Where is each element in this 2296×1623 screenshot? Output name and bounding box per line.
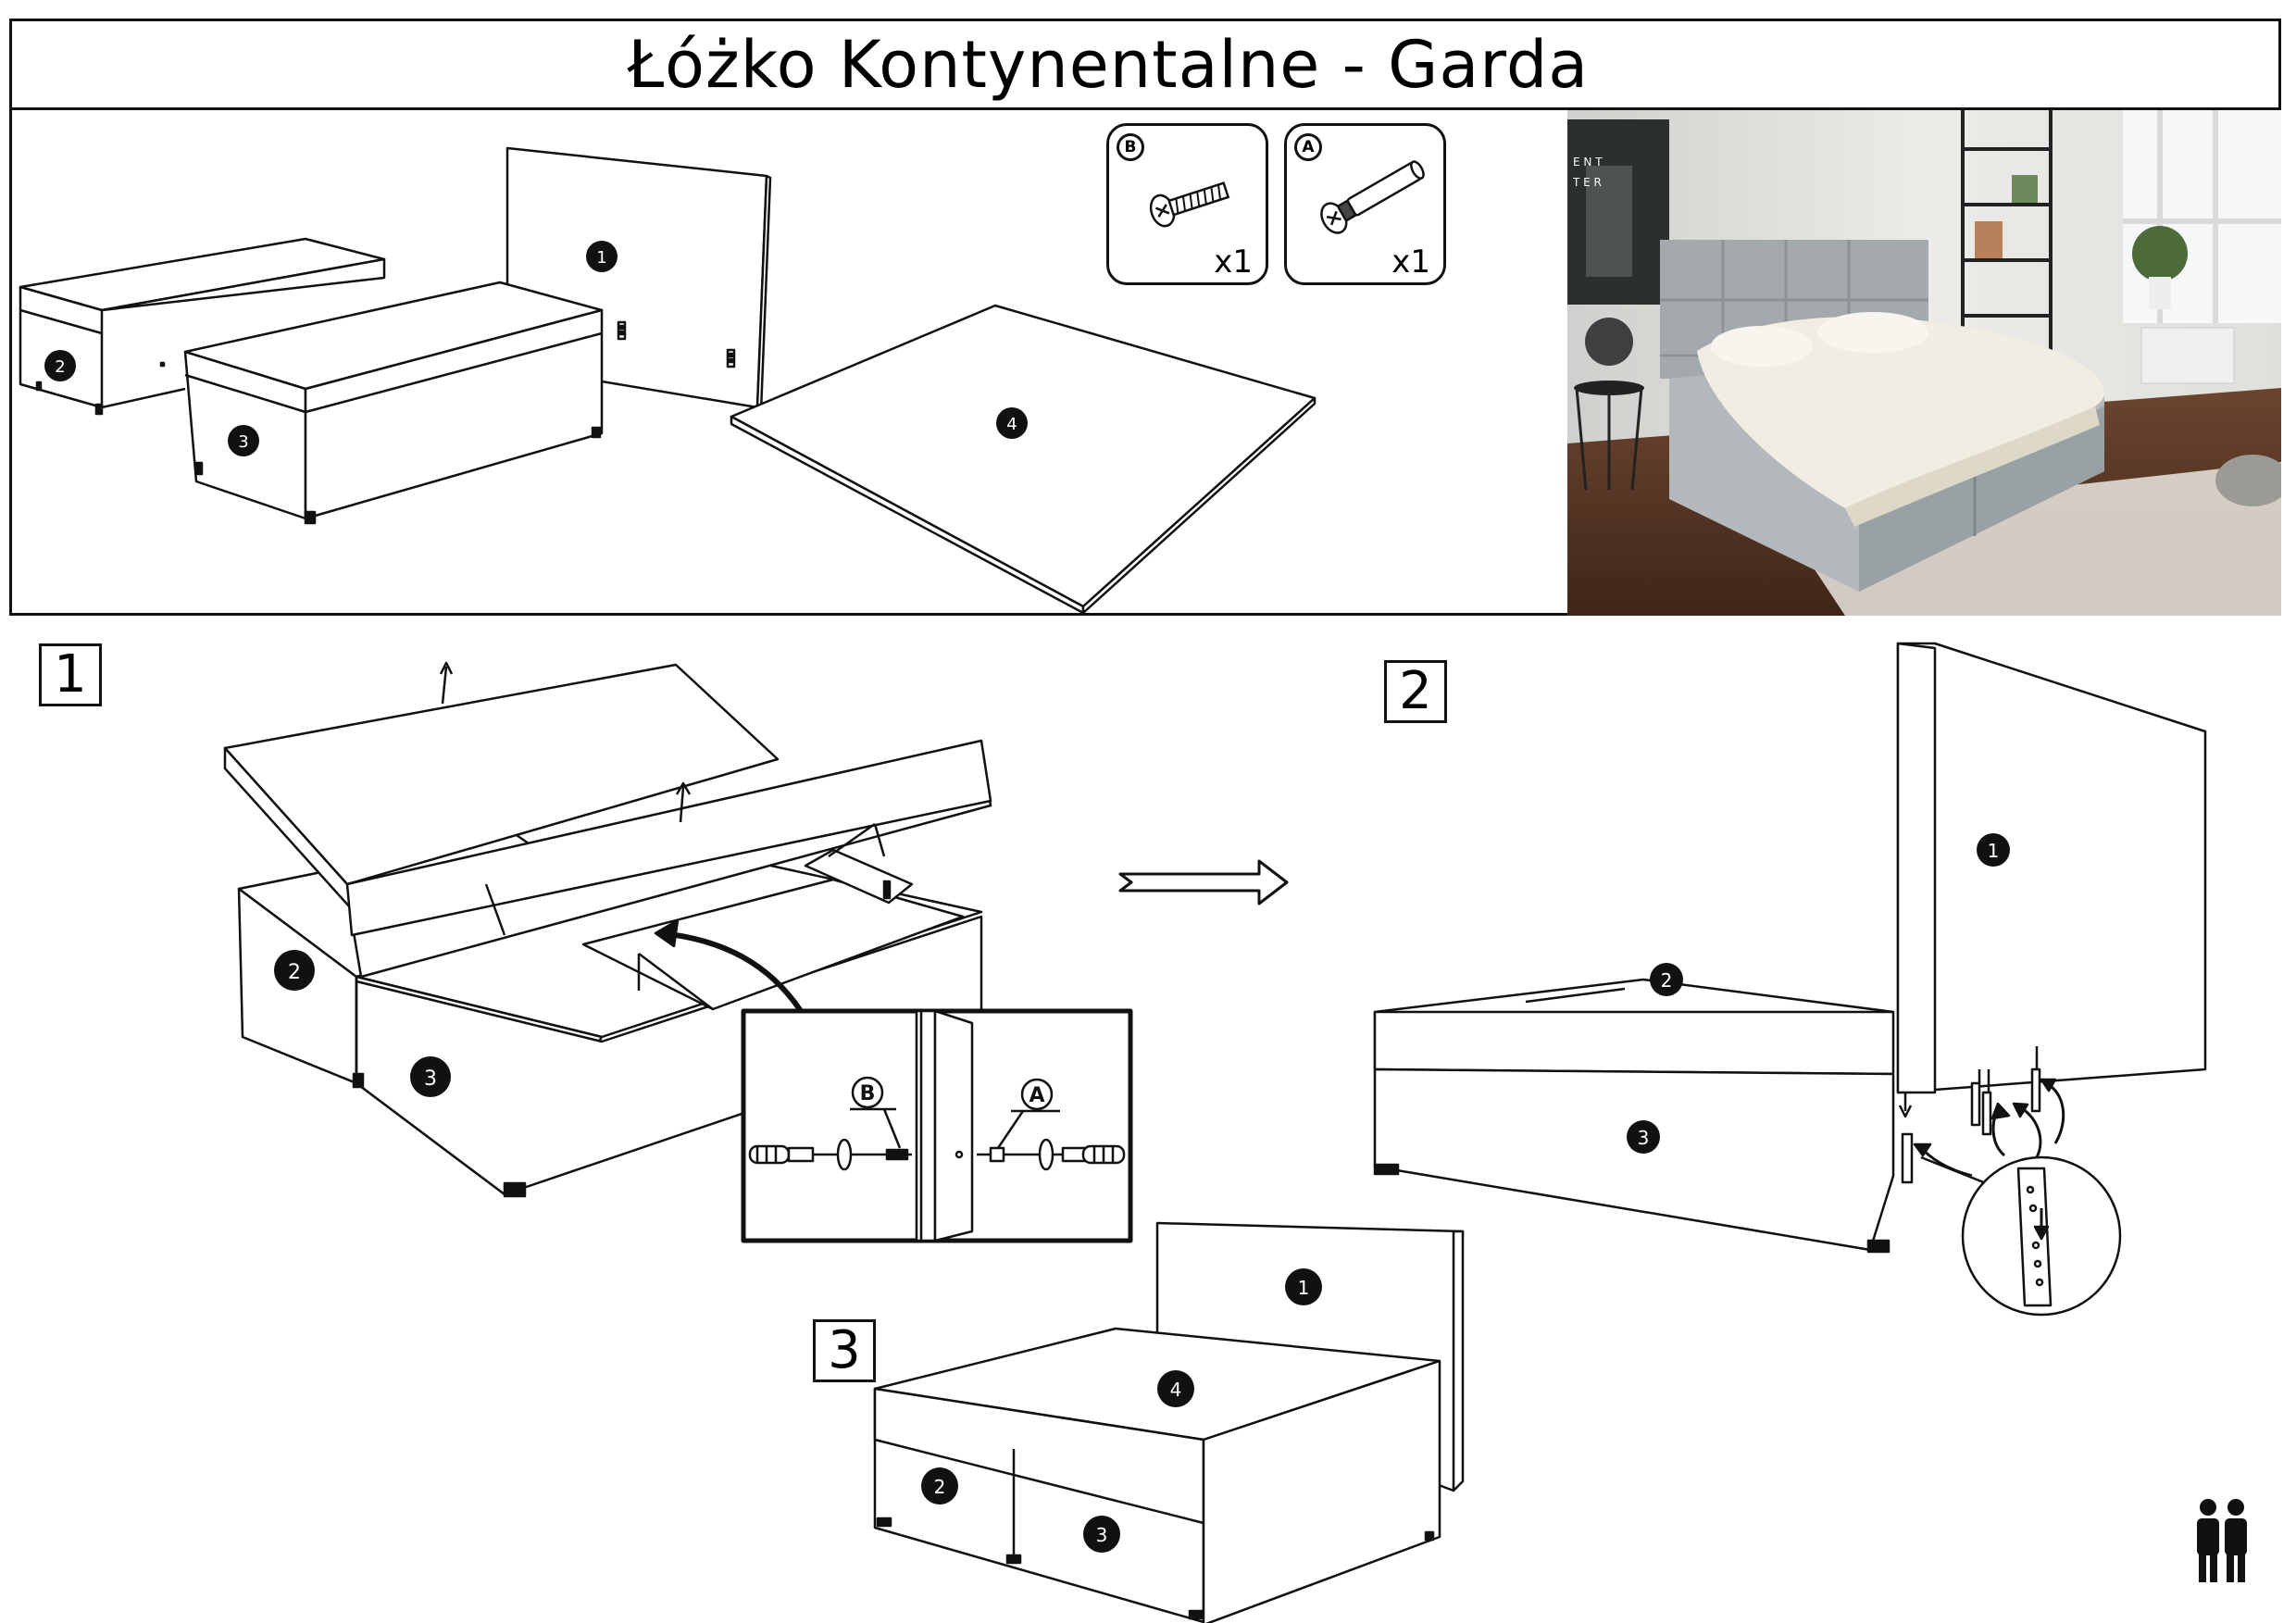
product-photo: E N T T E R (1567, 110, 2281, 616)
bedroom-photo-illustration: E N T T E R (1567, 110, 2281, 616)
hardware-letter-b: B (1117, 133, 1144, 161)
badge-overview-3 (228, 425, 259, 456)
badge-step3-3 (1083, 1516, 1120, 1553)
overview-part-4 (730, 304, 1316, 615)
badge-step2-3 (1627, 1120, 1660, 1154)
bolt-a-icon (1320, 160, 1425, 234)
badge-label: 3 (424, 1067, 437, 1091)
step-number-1: 1 (39, 643, 102, 706)
two-person-icon (2197, 1499, 2247, 1582)
badge-label: 4 (1006, 415, 1017, 434)
screw-b-icon (1149, 181, 1230, 228)
badge-label: 4 (1170, 1379, 1182, 1401)
badge-step1-2 (274, 950, 315, 991)
badge-overview-4 (996, 407, 1028, 439)
poster-text-1: E N T (1573, 156, 1603, 169)
badge-label: 2 (1661, 969, 1673, 992)
detail-label-b: B (860, 1082, 876, 1105)
badge-label: 3 (1096, 1524, 1108, 1546)
hardware-letter-a: A (1294, 133, 1322, 161)
overview-part-2 (19, 237, 386, 416)
badge-overview-2 (44, 350, 76, 381)
badge-step2-2 (1650, 963, 1683, 996)
hardware-card-b: B x1 (1106, 123, 1268, 285)
badge-overview-1 (586, 241, 618, 272)
badge-step3-4 (1157, 1370, 1194, 1407)
step-number-2: 2 (1384, 660, 1447, 723)
badge-label: 3 (238, 432, 248, 452)
badge-label: 1 (596, 248, 606, 268)
badge-step3-2 (921, 1467, 958, 1504)
step-3-drawing (873, 1221, 1465, 1623)
hardware-qty-a: x1 (1391, 243, 1430, 281)
step-1-detail (741, 1008, 1133, 1243)
page-title: Łóżko Kontynentalne - Garda (627, 26, 1590, 103)
step-number-3: 3 (813, 1319, 876, 1382)
hardware-card-a: A x1 (1284, 123, 1446, 285)
detail-label-a: A (1029, 1084, 1044, 1107)
badge-step1-3 (410, 1056, 451, 1097)
poster-text-2: T E R (1572, 176, 1602, 189)
badge-label: 2 (288, 961, 301, 984)
badge-label: 2 (55, 357, 65, 377)
overview-part-3 (159, 281, 604, 525)
title-bar: Łóżko Kontynentalne - Garda (12, 21, 2278, 110)
step-arrow-icon (1118, 859, 1289, 905)
part-badges: 1 2 3 4 2 3 1 2 3 1 4 2 3 (44, 241, 2010, 1553)
badge-step2-1 (1977, 833, 2010, 867)
overview-frame: Łóżko Kontynentalne - Garda E N T T E R (9, 19, 2281, 616)
badge-label: 1 (1298, 1277, 1310, 1299)
badge-label: 3 (1638, 1127, 1650, 1149)
hardware-qty-b: x1 (1214, 243, 1253, 281)
step-2-drawing (1373, 642, 2207, 1317)
step-1-drawing (223, 661, 992, 1198)
badge-label: 2 (934, 1476, 946, 1498)
badge-step3-1 (1285, 1268, 1322, 1305)
badge-label: 1 (1988, 840, 2000, 862)
